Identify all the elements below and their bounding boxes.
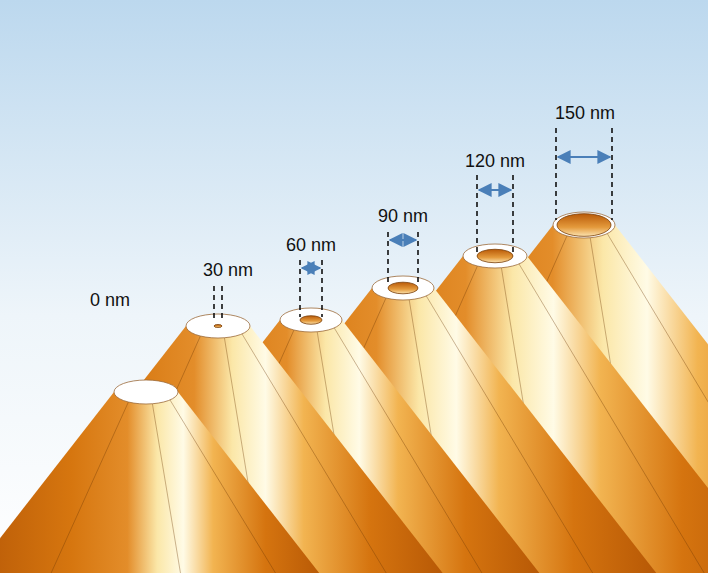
dimension-arrows: [302, 157, 610, 268]
dimension-label: 150 nm: [555, 104, 615, 122]
dimension-label: 120 nm: [465, 152, 525, 170]
tip-face: [463, 244, 527, 268]
dimension-label: 30 nm: [203, 261, 253, 279]
dimension-label: 0 nm: [90, 291, 130, 309]
tip-hole: [477, 249, 513, 263]
tip-face: [186, 314, 250, 338]
tip-hole: [214, 325, 222, 328]
facet-line: [170, 400, 286, 573]
copper-cone: [0, 380, 332, 573]
tip-hole: [388, 282, 418, 294]
tip-face: [280, 308, 342, 332]
tip-hole: [300, 316, 322, 325]
facet-line: [152, 404, 183, 573]
tip-face: [372, 276, 434, 300]
facet-line: [43, 402, 128, 573]
tip-face: [553, 212, 615, 238]
tip-face: [114, 380, 178, 404]
dimension-lines: [214, 128, 612, 322]
cone-body: [0, 392, 332, 573]
dimension-label: 90 nm: [378, 207, 428, 225]
dimension-label: 60 nm: [286, 236, 336, 254]
tip-hole: [557, 214, 611, 237]
